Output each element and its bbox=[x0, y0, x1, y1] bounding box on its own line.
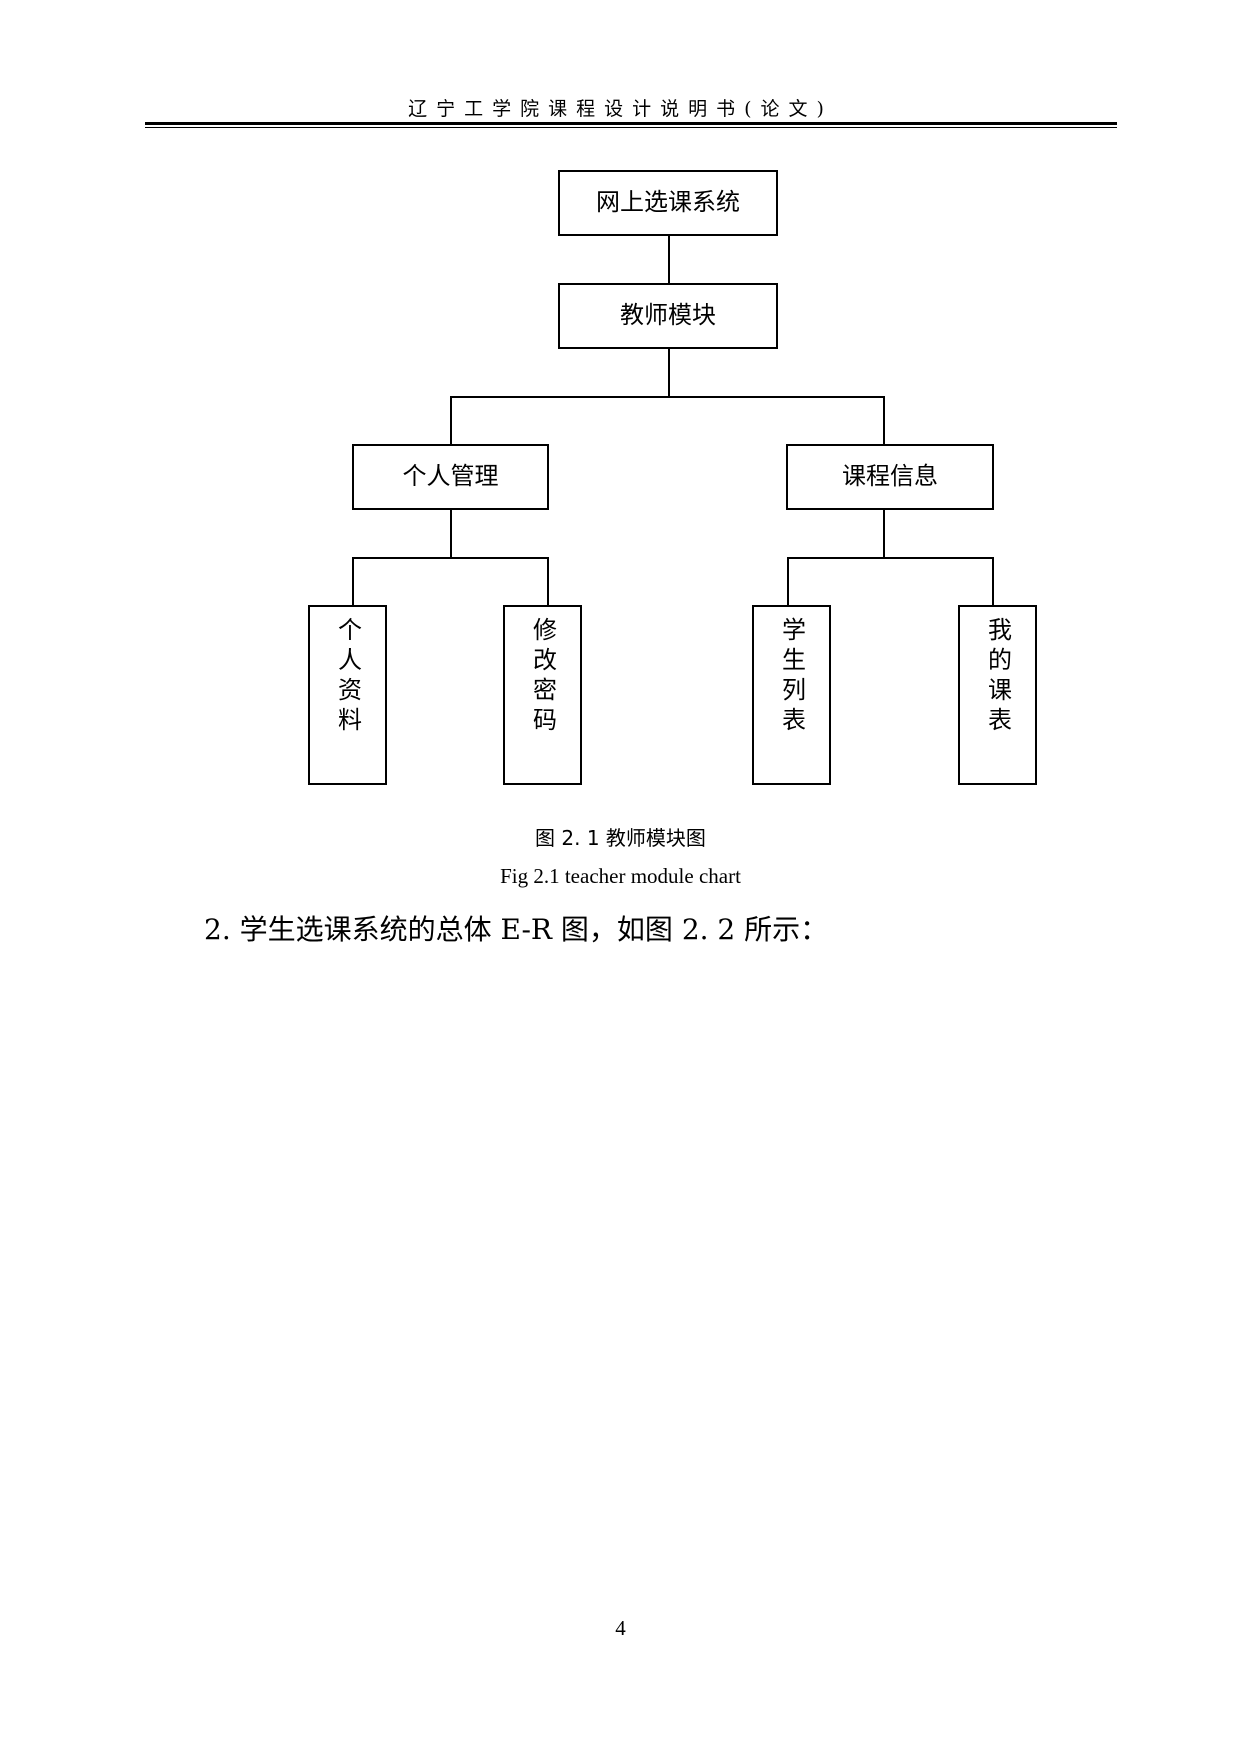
node-personal-profile: 个人资料 bbox=[308, 605, 387, 785]
figure-caption-en: Fig 2.1 teacher module chart bbox=[500, 864, 741, 888]
node-root-label: 网上选课系统 bbox=[596, 188, 740, 216]
figure-caption-cn: 图 2. 1 教师模块图 bbox=[535, 826, 706, 850]
node-root: 网上选课系统 bbox=[558, 170, 778, 236]
connector-root-module bbox=[668, 236, 670, 284]
node-teacher-module-label: 教师模块 bbox=[620, 301, 716, 329]
connector-right-bar bbox=[787, 557, 994, 559]
connector-left-down bbox=[450, 510, 452, 558]
page-number: 4 bbox=[615, 1616, 626, 1640]
node-change-password-label: 修改密码 bbox=[528, 617, 557, 737]
connector-right-down bbox=[883, 510, 885, 558]
node-personal-profile-label: 个人资料 bbox=[333, 617, 362, 737]
node-teacher-module: 教师模块 bbox=[558, 283, 778, 349]
connector-right-child-1 bbox=[787, 557, 789, 607]
body-paragraph: 2. 学生选课系统的总体 E-R 图，如图 2. 2 所示： bbox=[204, 913, 829, 946]
header-rule-thin bbox=[145, 127, 1117, 128]
node-personal-management: 个人管理 bbox=[352, 444, 549, 510]
node-course-info: 课程信息 bbox=[786, 444, 994, 510]
connector-left-bar bbox=[352, 557, 549, 559]
node-student-list-label: 学生列表 bbox=[777, 617, 806, 737]
connector-module-down bbox=[668, 349, 670, 397]
node-my-schedule: 我的课表 bbox=[958, 605, 1037, 785]
header-rule-thick bbox=[145, 122, 1117, 125]
node-student-list: 学生列表 bbox=[752, 605, 831, 785]
node-my-schedule-label: 我的课表 bbox=[983, 617, 1012, 737]
connector-level1-bar bbox=[450, 396, 885, 398]
connector-right-branch bbox=[883, 396, 885, 445]
connector-left-branch bbox=[450, 396, 452, 445]
node-change-password: 修改密码 bbox=[503, 605, 582, 785]
connector-right-child-2 bbox=[992, 557, 994, 607]
node-course-info-label: 课程信息 bbox=[842, 462, 938, 490]
node-personal-management-label: 个人管理 bbox=[402, 462, 499, 490]
page-header-title: 辽宁工学院课程设计说明书(论文) bbox=[408, 98, 833, 120]
connector-left-child-1 bbox=[352, 557, 354, 607]
connector-left-child-2 bbox=[547, 557, 549, 607]
